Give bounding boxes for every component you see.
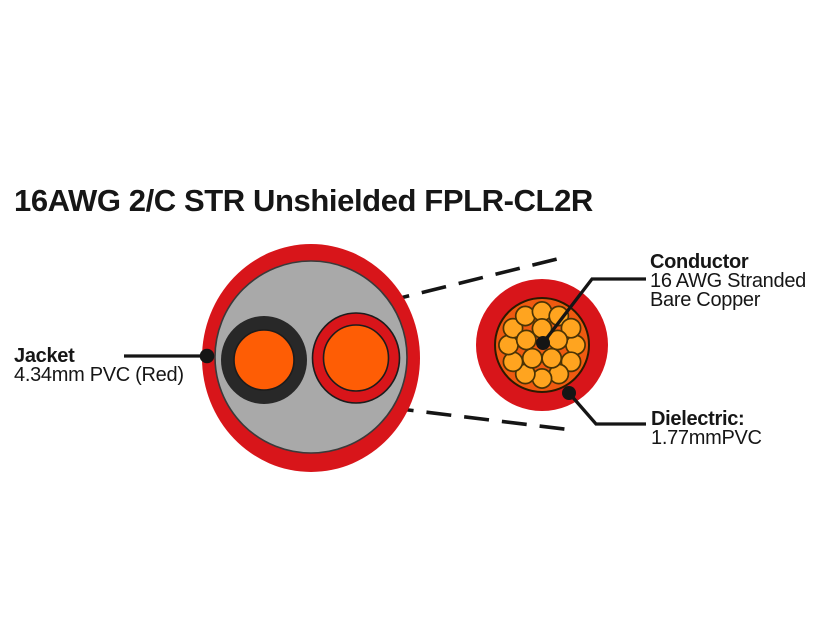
copper-strand	[521, 347, 543, 369]
jacket-callout-detail: 4.34mm PVC (Red)	[14, 364, 184, 386]
jacket-callout-heading: Jacket	[14, 345, 75, 367]
copper-strand	[502, 317, 524, 339]
copper-strands	[498, 301, 586, 389]
jacket-anchor-dot	[199, 348, 215, 364]
dielectric-callout-heading: Dielectric:	[651, 408, 745, 430]
conductor-leader-line	[541, 277, 646, 345]
copper-core	[233, 329, 295, 391]
dielectric-callout: Dielectric: 1.77mmPVC	[651, 408, 762, 449]
dielectric-leader-line	[567, 391, 646, 426]
callout-leader-lines	[124, 277, 646, 426]
conductor-right-red	[311, 312, 401, 404]
callout-anchor-dots	[199, 336, 576, 400]
copper-core	[322, 324, 390, 392]
jacket-callout: Jacket 4.34mm PVC (Red)	[14, 345, 184, 386]
copper-strand	[541, 347, 563, 369]
page-title: 16AWG 2/C STR Unshielded FPLR-CL2R	[14, 183, 593, 218]
conductor-callout-detail-2: Bare Copper	[650, 289, 761, 311]
conductor-callout: Conductor 16 AWG Stranded Bare Copper	[650, 251, 806, 311]
copper-strand	[515, 329, 537, 351]
conductor-left-black	[221, 316, 307, 404]
conductor-callout-heading: Conductor	[650, 251, 749, 273]
conductor-anchor-dot	[536, 336, 550, 350]
copper-strand	[548, 305, 570, 327]
dielectric-callout-detail: 1.77mmPVC	[651, 427, 762, 449]
main-cable-cross-section	[202, 244, 420, 472]
conductor-callout-detail-1: 16 AWG Stranded	[650, 270, 806, 292]
filler-circle	[214, 260, 408, 454]
dielectric-anchor-dot	[562, 386, 576, 400]
copper-strand	[560, 317, 582, 339]
